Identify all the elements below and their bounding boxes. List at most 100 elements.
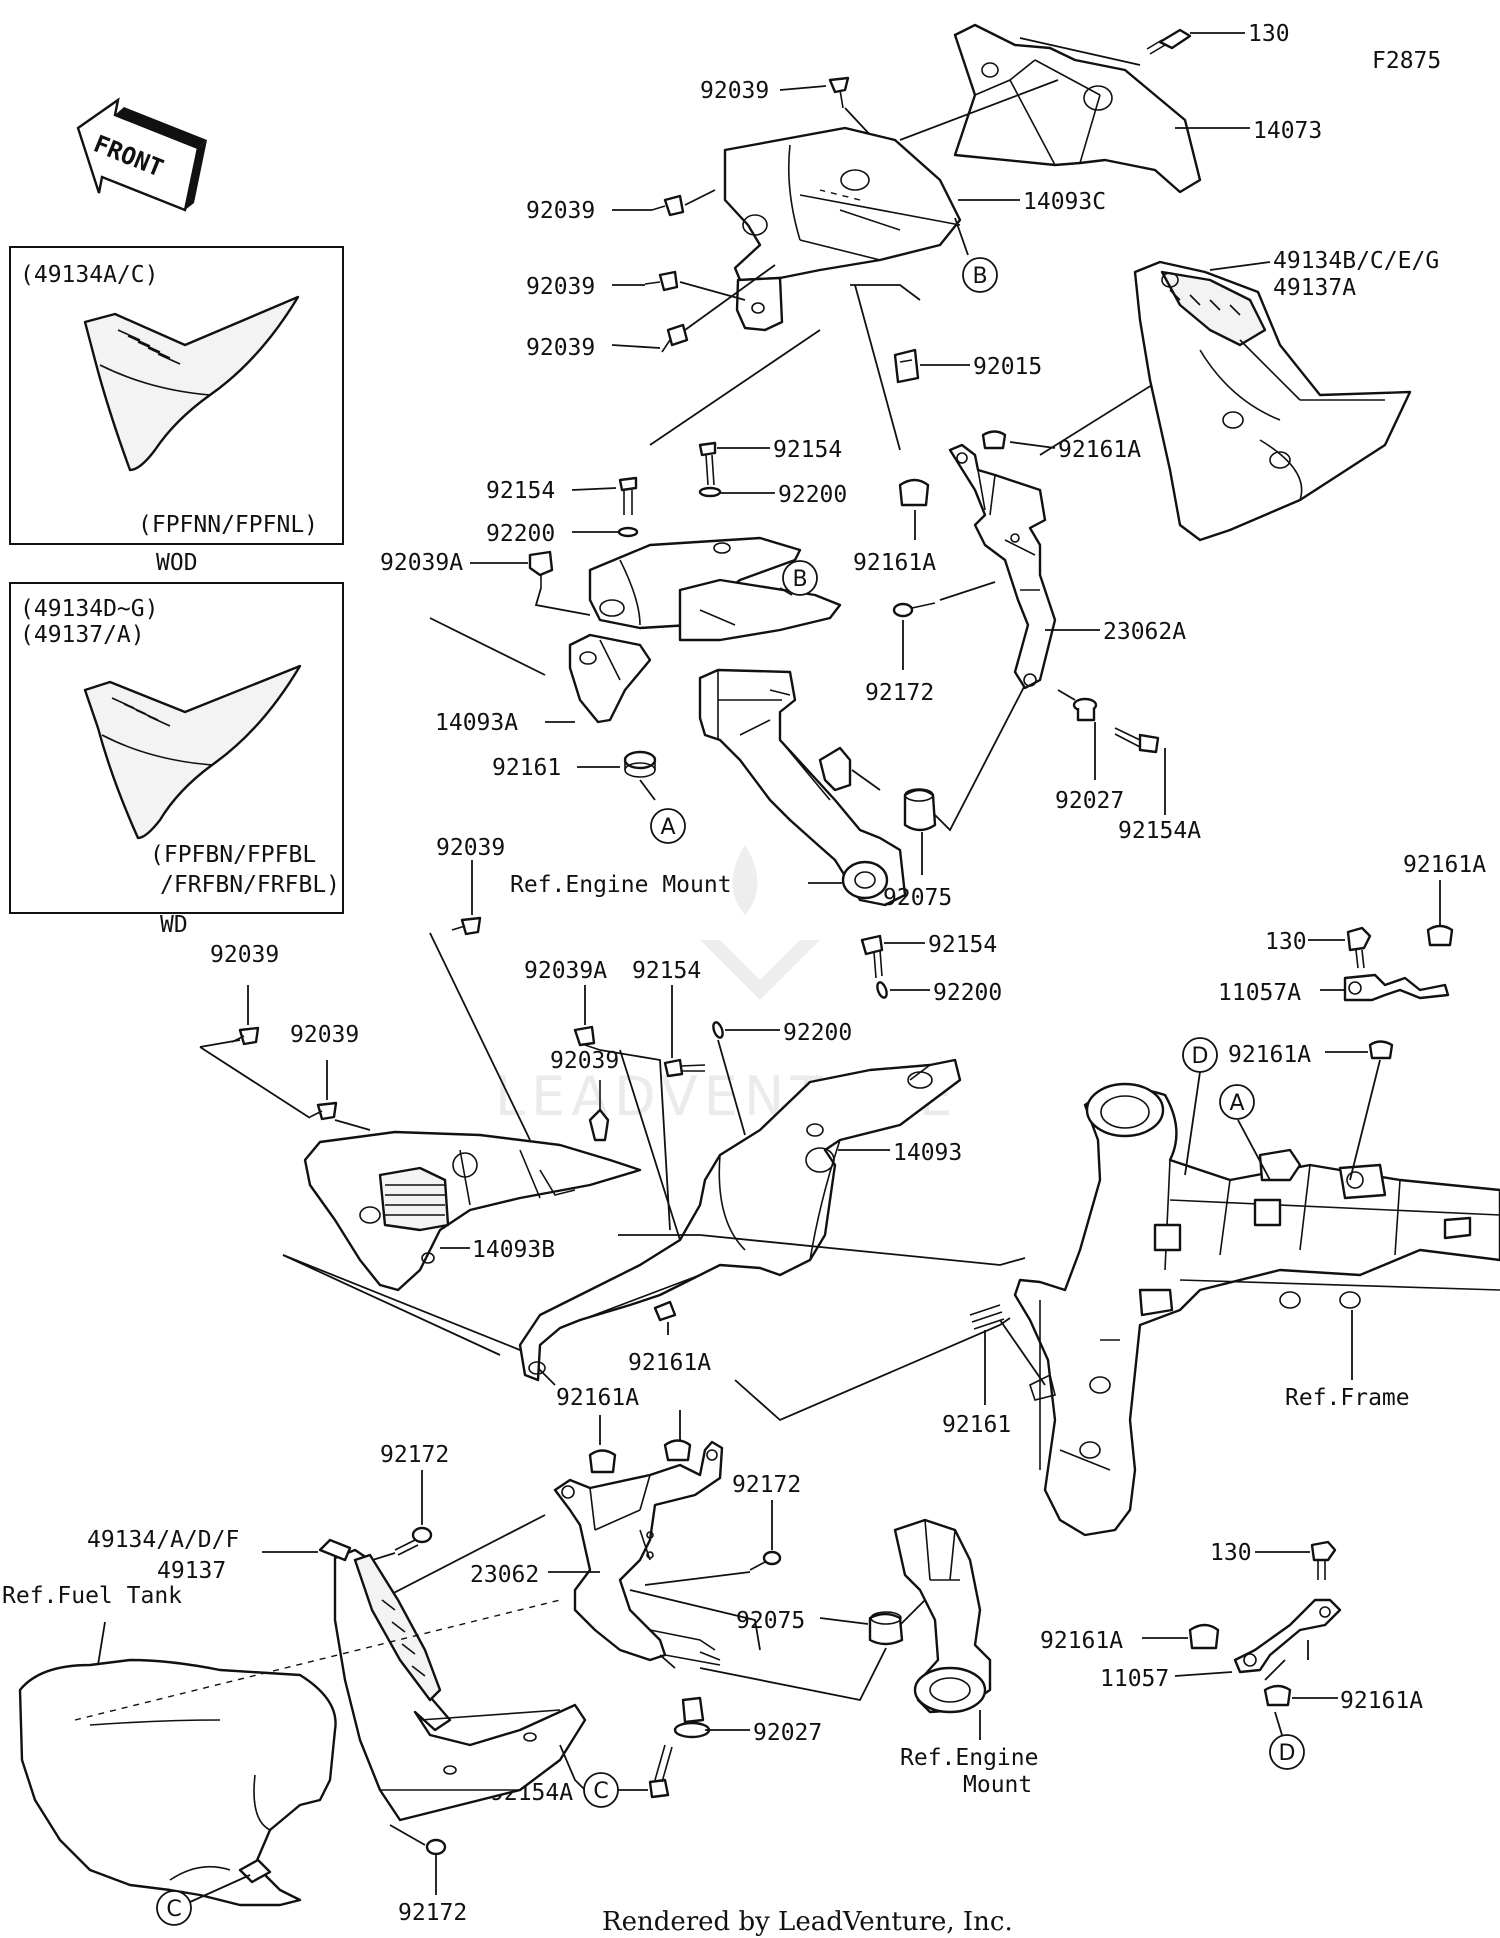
bracket-11057A-icon: [1343, 973, 1450, 1002]
label-92161A-a: 92161A: [1058, 437, 1141, 463]
bushing-92075-a-icon: [903, 788, 937, 832]
label-92161A-e: 92161A: [628, 1350, 711, 1376]
inset-wd-title-2: (49137/A): [20, 622, 145, 648]
label-92154-d: 92154: [928, 932, 997, 958]
callout-d-lower-text: D: [1279, 1741, 1296, 1766]
screw-92172-d-icon: [425, 1838, 447, 1856]
label-92161A-h: 92161A: [1340, 1688, 1423, 1714]
label-92039-g: 92039: [210, 942, 279, 968]
clip-92039-g-icon: [231, 1026, 260, 1046]
label-92172-a: 92172: [865, 680, 934, 706]
grommet-92161-b-icon: [969, 1304, 1005, 1330]
label-49134BCEG: 49134B/C/E/G: [1273, 248, 1439, 274]
label-49137A: 49137A: [1273, 275, 1356, 301]
shroud-wd-icon: [83, 664, 302, 840]
label-130-mid: 130: [1265, 929, 1307, 955]
callout-b-mid-text: B: [792, 567, 807, 592]
label-92154-a: 92154: [773, 437, 842, 463]
grommet-92161A-g2-icon: [663, 1439, 692, 1462]
clip-92039A-b-icon: [573, 1025, 601, 1051]
part-49134-left-shroud: [318, 1538, 587, 1822]
label-14093: 14093: [893, 1140, 962, 1166]
bracket-23062-icon: [553, 1440, 724, 1666]
label-92039-a: 92039: [700, 78, 769, 104]
label-92200-c: 92200: [933, 980, 1002, 1006]
callout-b-upper: B: [954, 217, 998, 293]
clip-92039-a-icon: [828, 76, 850, 109]
label-92161A-f: 92161A: [556, 1385, 639, 1411]
label-92172-b: 92172: [380, 1442, 449, 1468]
label-23062: 23062: [470, 1562, 539, 1588]
collar-92027-a-icon: [1072, 697, 1098, 722]
inset-wd-variants-1: (FPFBN/FPFBL: [150, 842, 316, 868]
clip-92039-h-icon: [309, 1101, 338, 1121]
label-ref-engine-mount-a: Ref.Engine Mount: [510, 872, 732, 898]
bolt-92154-a-icon: [698, 441, 717, 486]
washer-92200-b-icon: [617, 526, 639, 538]
label-14073: 14073: [1253, 118, 1322, 144]
label-ref-frame: Ref.Frame: [1285, 1385, 1410, 1411]
label-14093B: 14093B: [472, 1237, 555, 1263]
callout-c-shroud-text: C: [593, 1779, 608, 1804]
engine-mount-upper: [698, 668, 907, 907]
part-14093C: [723, 126, 962, 332]
clip-92039A-a-icon: [528, 550, 554, 588]
collar-92027-b-icon: [673, 1696, 711, 1739]
inset-wod-variants: (FPFNN/FPFNL): [138, 512, 318, 538]
label-92075-b: 92075: [736, 1608, 805, 1634]
label-92161A-b: 92161A: [853, 550, 936, 576]
frame-ref: [1013, 1082, 1500, 1537]
label-92161A-c: 92161A: [1403, 852, 1486, 878]
grommet-92161A-c-icon: [1426, 924, 1454, 947]
bracket-11057-icon: [1233, 1598, 1342, 1674]
label-92027-b: 92027: [753, 1720, 822, 1746]
callout-b-mid: B: [779, 560, 818, 596]
clip-92039-e-icon: [451, 916, 482, 936]
bolt-130-low-icon: [1310, 1540, 1337, 1580]
bracket-23062A-icon: [948, 443, 1057, 690]
part-14093: [518, 1058, 962, 1382]
label-14093C: 14093C: [1023, 189, 1106, 215]
callout-a-frame-text: A: [1229, 1091, 1244, 1116]
label-92015: 92015: [973, 354, 1042, 380]
label-ref-engine-mount-b1: Ref.Engine: [900, 1745, 1038, 1771]
label-92039-e: 92039: [436, 835, 505, 861]
label-92039-b: 92039: [526, 198, 595, 224]
callout-a-mid-text: A: [660, 815, 675, 840]
label-92154A-a: 92154A: [1118, 818, 1201, 844]
callout-c-tank-text: C: [166, 1897, 181, 1922]
callout-d-lower: D: [1269, 1711, 1305, 1770]
label-92039-c: 92039: [526, 274, 595, 300]
label-92161-b: 92161: [942, 1412, 1011, 1438]
label-92075-a: 92075: [883, 885, 952, 911]
label-92200-b: 92200: [486, 521, 555, 547]
grommet-92161A-f-icon: [588, 1449, 617, 1474]
part-14093B: [303, 1130, 642, 1292]
clip-92039-d-icon: [661, 323, 689, 353]
label-92027-a: 92027: [1055, 788, 1124, 814]
label-ref-fuel-tank: Ref.Fuel Tank: [2, 1583, 182, 1609]
bolt-92154A-a-icon: [1114, 727, 1160, 754]
label-92200-a: 92200: [778, 482, 847, 508]
bolt-130-top-icon: [1146, 28, 1192, 55]
diagram-code: F2875: [1372, 48, 1441, 74]
label-92172-c: 92172: [732, 1472, 801, 1498]
label-92172-d: 92172: [398, 1900, 467, 1926]
label-92039A-a: 92039A: [380, 550, 463, 576]
callout-b-upper-text: B: [972, 264, 987, 289]
callout-a-mid: A: [650, 808, 686, 844]
inset-wd-caption: WD: [160, 912, 188, 938]
label-92039A-b: 92039A: [524, 958, 607, 984]
grommet-92161A-d-icon: [1368, 1040, 1394, 1060]
grommet-92161A-g-icon: [1188, 1623, 1220, 1650]
clip-92039-b-icon: [651, 194, 685, 217]
bolt-130-mid-icon: [1346, 926, 1372, 969]
label-11057A: 11057A: [1218, 980, 1301, 1006]
engine-mount-lower: [893, 1518, 992, 1714]
label-49137: 49137: [157, 1558, 226, 1584]
nut-92015-icon: [893, 348, 920, 384]
label-ref-engine-mount-b2: Mount: [963, 1772, 1032, 1798]
clip-92039-c-icon: [644, 270, 679, 292]
label-92039-d: 92039: [526, 335, 595, 361]
washer-92200-d-icon: [712, 1021, 724, 1039]
